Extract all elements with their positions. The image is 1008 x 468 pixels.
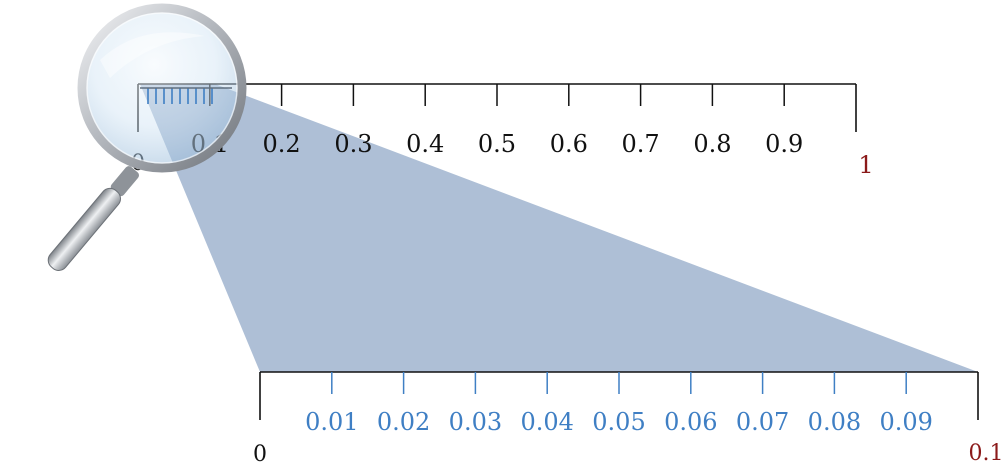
magnifier-rim bbox=[77, 3, 247, 173]
zoom-wedge bbox=[140, 84, 978, 372]
main-ruler-tick-label: 0.8 bbox=[693, 130, 731, 158]
zoomed-ruler-start-label: 0 bbox=[253, 442, 267, 467]
zoomed-ruler-tick-label: 0.04 bbox=[520, 408, 573, 436]
zoomed-ruler-tick-label: 0.07 bbox=[736, 408, 789, 436]
zoomed-ruler: 0.01 0.02 0.03 0.04 0.05 0.06 0.07 0.08 0.09 0 0… bbox=[253, 371, 1004, 467]
zoomed-ruler-tick-label: 0.03 bbox=[449, 408, 502, 436]
main-ruler-tick-label: 0.3 bbox=[334, 130, 372, 158]
main-ruler-tick-label: 0.7 bbox=[622, 130, 660, 158]
zoomed-ruler-end-label: 0.1 bbox=[969, 441, 1004, 466]
magnifying-glass-icon bbox=[47, 3, 247, 271]
main-ruler-tick-label: 0.6 bbox=[550, 130, 588, 158]
zoomed-ruler-tick-label: 0.02 bbox=[377, 408, 430, 436]
main-ruler-tick-label: 0.9 bbox=[765, 130, 803, 158]
zoomed-ruler-tick-label: 0.05 bbox=[592, 408, 645, 436]
lens-glare bbox=[100, 32, 205, 78]
zoomed-ruler-tick-label: 0.08 bbox=[808, 408, 861, 436]
zoomed-ruler-tick-label: 0.09 bbox=[879, 408, 932, 436]
zoomed-ruler-tick-label: 0.06 bbox=[664, 408, 717, 436]
main-ruler-tick-label: 0.4 bbox=[406, 130, 444, 158]
lens-ticks bbox=[140, 87, 232, 104]
main-ruler-tick-label: 0.2 bbox=[263, 130, 301, 158]
zoomed-ruler-tick-label: 0.01 bbox=[305, 408, 358, 436]
magnifier-handle bbox=[47, 166, 139, 271]
main-ruler-tick-label: 0.5 bbox=[478, 130, 516, 158]
main-ruler-end-label: 1 bbox=[858, 151, 873, 179]
